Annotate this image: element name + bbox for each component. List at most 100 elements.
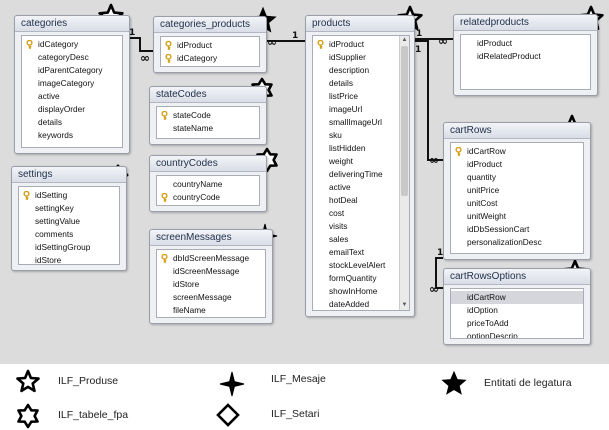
field-row[interactable]: emailText xyxy=(313,246,409,259)
field-name: listPrice xyxy=(329,91,359,101)
field-row[interactable]: countryCode xyxy=(157,191,259,204)
field-row[interactable]: idProduct xyxy=(161,39,259,52)
field-row[interactable]: idProduct xyxy=(313,38,409,51)
field-row[interactable]: categoryDesc xyxy=(22,51,122,64)
field-row[interactable]: listHidden xyxy=(313,142,409,155)
field-row[interactable]: idCategory xyxy=(22,38,122,51)
field-row[interactable]: stateCode xyxy=(157,109,259,122)
field-row[interactable]: comments xyxy=(19,228,119,241)
field-row[interactable]: idScreenMessage xyxy=(157,265,265,278)
field-row[interactable]: personalizationDesc xyxy=(451,236,583,249)
field-row[interactable]: idRelatedProduct xyxy=(461,50,590,63)
table-title[interactable]: settings xyxy=(12,167,126,183)
field-row[interactable]: quantity xyxy=(451,171,583,184)
table-title[interactable]: countryCodes xyxy=(150,156,266,172)
table-title[interactable]: screenMessages xyxy=(150,230,272,246)
field-row[interactable]: sku xyxy=(313,129,409,142)
relationship-line xyxy=(413,40,443,161)
field-row[interactable]: keywords xyxy=(22,129,122,142)
field-row[interactable]: idCategory xyxy=(161,52,259,65)
field-row[interactable]: idOption xyxy=(451,304,583,317)
field-row[interactable]: weight xyxy=(313,155,409,168)
field-row[interactable]: fileName xyxy=(157,304,265,317)
field-row[interactable]: displayOrder xyxy=(22,103,122,116)
field-row[interactable]: description xyxy=(313,64,409,77)
field-row[interactable]: cost xyxy=(313,207,409,220)
field-row[interactable]: idProduct xyxy=(461,37,590,50)
field-row[interactable]: showInHome xyxy=(313,285,409,298)
field-row[interactable]: unitPrice xyxy=(451,184,583,197)
table-title[interactable]: categories xyxy=(15,16,129,32)
field-row[interactable]: imageUrl xyxy=(313,103,409,116)
scroll-thumb[interactable] xyxy=(401,46,408,196)
field-row[interactable]: sales xyxy=(313,233,409,246)
field-row[interactable]: screenMessage xyxy=(157,291,265,304)
table-title[interactable]: relatedproducts xyxy=(454,15,597,31)
field-row[interactable]: stockLevelAlert xyxy=(313,259,409,272)
field-row[interactable]: optionDescrip xyxy=(451,330,583,338)
field-row[interactable]: details xyxy=(313,77,409,90)
field-row[interactable]: formQuantity xyxy=(313,272,409,285)
field-row[interactable]: idSupplier xyxy=(313,51,409,64)
scroll-down-arrow-icon[interactable]: ▼ xyxy=(401,302,408,308)
field-row[interactable]: active xyxy=(313,181,409,194)
field-row[interactable]: dateAdded xyxy=(313,298,409,310)
field-row[interactable]: smallImageUrl xyxy=(313,116,409,129)
table-title[interactable]: categories_products xyxy=(154,17,266,33)
field-row[interactable]: settingValue xyxy=(19,215,119,228)
scroll-up-arrow-icon[interactable]: ▲ xyxy=(401,37,408,43)
field-row[interactable]: settingKey xyxy=(19,202,119,215)
vertical-scrollbar[interactable]: ▲▼ xyxy=(399,36,409,310)
field-row[interactable]: deliveringTime xyxy=(313,168,409,181)
table-title[interactable]: cartRows xyxy=(444,123,590,139)
field-row[interactable]: hotDeal xyxy=(313,194,409,207)
field-row[interactable]: active xyxy=(22,90,122,103)
field-row[interactable]: idParentCategory xyxy=(22,64,122,77)
field-row[interactable]: idCartRow xyxy=(451,291,583,304)
legend-label-ilf-produse: ILF_Produse xyxy=(58,375,119,387)
field-row[interactable]: unitWeight xyxy=(451,210,583,223)
field-row[interactable]: dbIdScreenMessage xyxy=(157,252,265,265)
field-row[interactable]: countryName xyxy=(157,178,259,191)
field-row[interactable]: listPrice xyxy=(313,90,409,103)
field-row[interactable]: unitCost xyxy=(451,197,583,210)
field-row[interactable]: stateName xyxy=(157,122,259,135)
table-title[interactable]: products xyxy=(306,16,414,32)
field-row[interactable]: visits xyxy=(313,220,409,233)
field-row[interactable]: idSettingGroup xyxy=(19,241,119,254)
field-row[interactable]: idSetting xyxy=(19,189,119,202)
field-row[interactable]: idProduct xyxy=(451,158,583,171)
relationship-line xyxy=(128,37,153,52)
table-title[interactable]: stateCodes xyxy=(150,87,266,103)
field-row[interactable]: idStore xyxy=(19,254,119,264)
field-row[interactable]: idDbSessionCart xyxy=(451,223,583,236)
field-row[interactable]: idStore xyxy=(157,278,265,291)
field-name: imageCategory xyxy=(38,78,95,88)
field-row[interactable]: priceToAdd xyxy=(451,317,583,330)
table-title[interactable]: cartRowsOptions xyxy=(444,269,590,285)
field-row[interactable]: details xyxy=(22,116,122,129)
field-row[interactable]: imageCategory xyxy=(22,77,122,90)
field-row[interactable]: idCartRow xyxy=(451,145,583,158)
outline-star-icon xyxy=(16,369,40,393)
